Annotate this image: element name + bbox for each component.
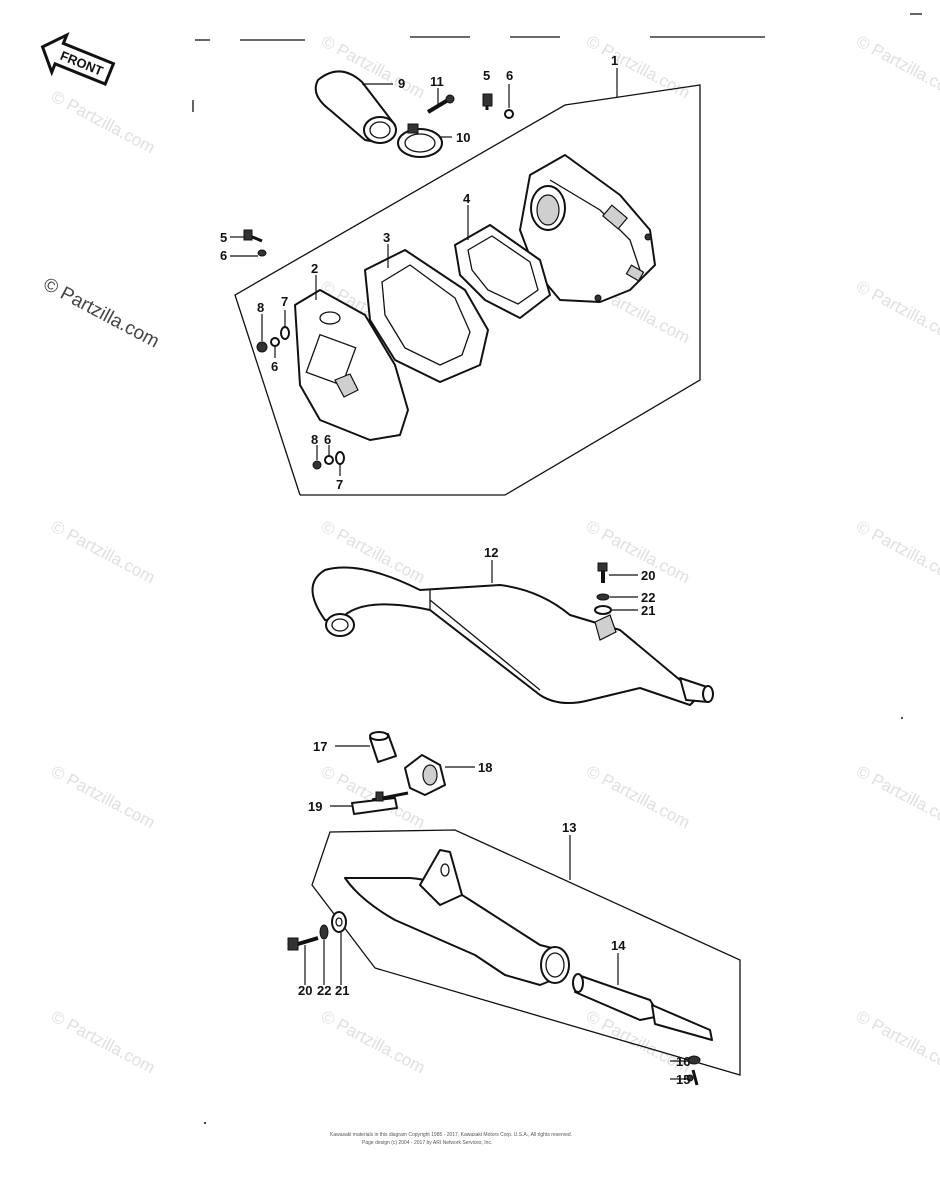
front-arrow-icon (40, 32, 116, 87)
washer-part-6-bottom (324, 455, 334, 465)
air-cleaner-group: 1 9 10 11 5 (220, 53, 701, 496)
watermark-text: © Partzilla.com (48, 1007, 158, 1078)
callout-6-bottom: 6 (324, 432, 331, 447)
callout-13: 13 (562, 820, 576, 835)
footer-copyright-line-1: Kawasaki materials in this diagram Copyr… (330, 1132, 572, 1138)
air-cleaner-housing-part-1 (519, 154, 656, 303)
screw-part-11 (426, 94, 455, 114)
callout-20-bottom: 20 (298, 983, 312, 998)
callout-22-right: 22 (641, 590, 655, 605)
watermark-text: © Partzilla.com (583, 517, 693, 588)
callout-20-right: 20 (641, 568, 655, 583)
bolt-part-15 (686, 1069, 699, 1086)
watermark-text: © Partzilla.com (853, 277, 940, 348)
watermark-text: © Partzilla.com (853, 517, 940, 588)
callout-11: 11 (430, 74, 444, 89)
watermark-text: © Partzilla.com (48, 87, 158, 158)
watermark-text: © Partzilla.com (583, 762, 693, 833)
bolt-part-5-left (243, 229, 263, 243)
callout-4: 4 (463, 191, 471, 206)
front-direction-sign: FRONT (40, 32, 116, 87)
callout-2: 2 (311, 261, 318, 276)
bolt-part-5-top (482, 93, 493, 110)
inlet-duct-part-9 (314, 70, 397, 144)
callout-19: 19 (308, 799, 322, 814)
callout-16: 16 (676, 1054, 690, 1069)
washer-part-7-bottom (335, 451, 345, 465)
callout-3: 3 (383, 230, 390, 245)
muffler-group (311, 829, 741, 1076)
air-filter-element-part-4 (454, 224, 551, 319)
callout-5-top: 5 (483, 68, 490, 83)
callout-1: 1 (611, 53, 618, 68)
watermark-text: © Partzilla.com (48, 762, 158, 833)
callout-12: 12 (484, 545, 498, 560)
washer-part-22-bottom (319, 924, 329, 940)
footer-copyright-line-2: Page design (c) 2004 - 2017 by ARI Netwo… (362, 1140, 492, 1146)
group-boundary-muffler (311, 829, 741, 1076)
watermark-text: © Partzilla.com (853, 1007, 940, 1078)
exhaust-pipe-part-12 (311, 566, 714, 706)
callout-14: 14 (611, 938, 626, 953)
callout-22-bottom: 22 (317, 983, 331, 998)
group-boundary (234, 84, 701, 496)
watermark-large-text: © Partzilla.com (40, 274, 163, 353)
callout-15: 15 (676, 1072, 690, 1087)
callout-10: 10 (456, 130, 470, 145)
callout-8-mid: 8 (257, 300, 264, 315)
washer-part-21-bottom (331, 911, 347, 933)
callout-6-left: 6 (220, 248, 227, 263)
callout-6-mid: 6 (271, 359, 278, 374)
hose-clamp-part-10 (397, 123, 443, 158)
washer-part-6-mid (270, 337, 280, 347)
watermark-text: © Partzilla.com (583, 32, 693, 103)
washer-part-22-right (596, 593, 610, 601)
cover-plate-part-2 (294, 289, 409, 441)
callout-6-top: 6 (506, 68, 513, 83)
callout-21-bottom: 21 (335, 983, 349, 998)
washer-part-21-right (594, 605, 612, 615)
watermark-text: © Partzilla.com (853, 762, 940, 833)
bolt-part-19 (351, 791, 409, 815)
bracket-part-18 (404, 754, 446, 796)
callout-18: 18 (478, 760, 492, 775)
gasket-part-16 (687, 1055, 701, 1065)
collar-part-17 (369, 731, 397, 763)
callout-5-left: 5 (220, 230, 227, 245)
callout-9: 9 (398, 76, 405, 91)
watermark-text: © Partzilla.com (853, 32, 940, 103)
silencer-part-13 (344, 849, 570, 986)
callout-21-right: 21 (641, 603, 655, 618)
bolt-part-20-bottom (287, 936, 319, 951)
callout-8-bottom: 8 (311, 432, 318, 447)
callout-17: 17 (313, 739, 327, 754)
watermark-text: © Partzilla.com (48, 517, 158, 588)
callout-7-mid: 7 (281, 294, 288, 309)
bolt-part-20-right (597, 562, 608, 583)
watermark-text: © Partzilla.com (318, 1007, 428, 1078)
spark-arrestor-part-14 (572, 973, 713, 1041)
washer-part-6-top (504, 109, 514, 119)
callout-7-bottom: 7 (336, 477, 343, 492)
washer-part-7-mid (280, 326, 290, 340)
washer-part-6-left (257, 249, 267, 257)
nut-part-8-mid (256, 341, 268, 353)
scan-marks (192, 13, 922, 112)
nut-part-8-bottom (312, 460, 322, 470)
filter-frame-part-3 (364, 249, 489, 383)
